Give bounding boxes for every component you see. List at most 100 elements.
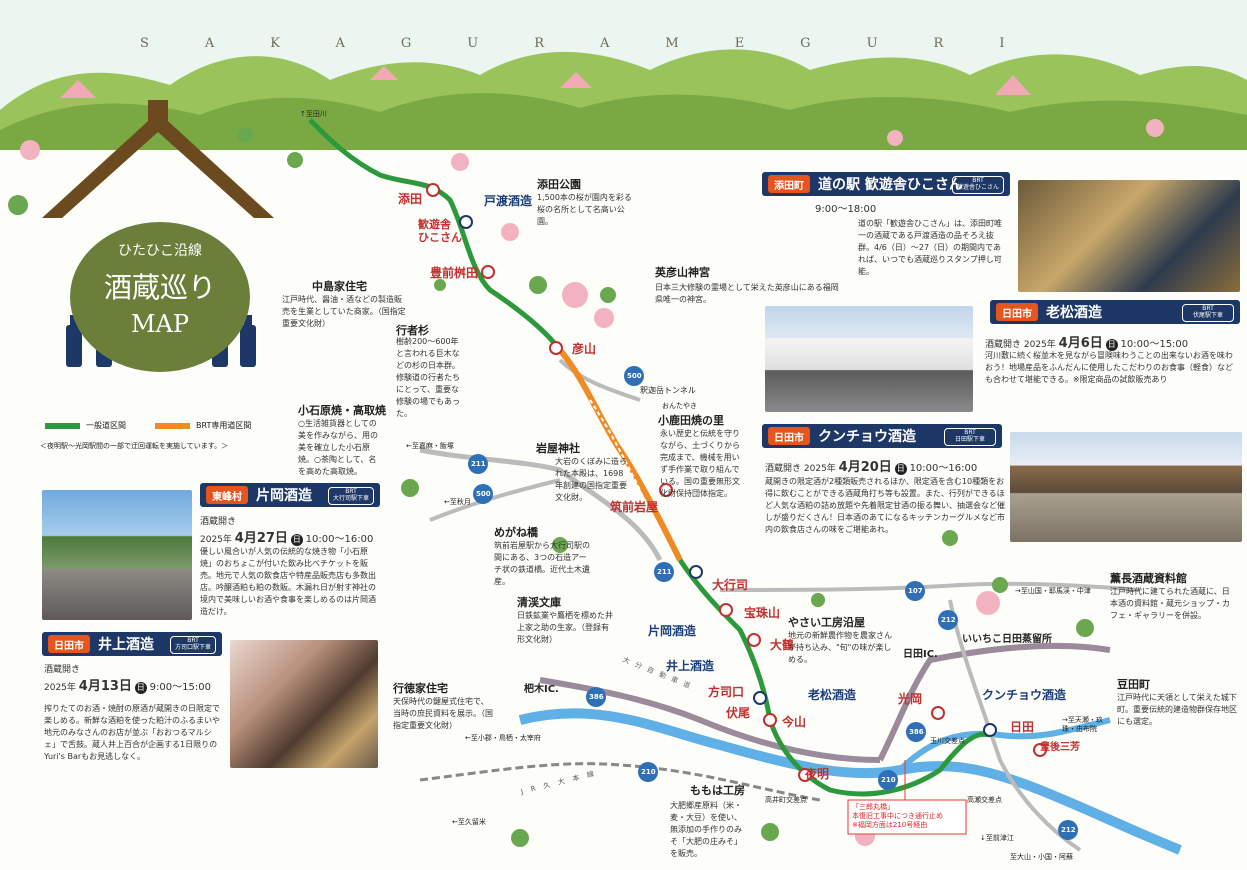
detour-note: 「三郎丸橋」 本復旧工事中につき通行止め ※福岡方面は210号経由: [852, 803, 943, 829]
card-kataoka-header: 東峰村 片岡酒造 BRT 大行司駅下車: [200, 483, 380, 507]
spot-soeda-park-title: 添田公園: [537, 178, 581, 191]
card-inoue-weekday: 日: [134, 682, 147, 694]
spot-soeda-park-desc: 1,500本の桜が園内を彩る桜の名所として名高い公園。: [537, 193, 632, 226]
card-kataoka-open: 酒蔵開き 2025年 4月27日 日 10:00〜16:00: [200, 514, 373, 546]
spot-koishiwara-title: 小石原焼・高取焼: [298, 404, 386, 417]
spot-megane-desc: 筑前岩屋駅から大行司駅の間にある、3つの石造アーチ状の鉄道橋。近代土木遺産。: [494, 541, 590, 586]
spot-eihikosan-desc: 日本三大修験の霊場として栄えた英彦山にある福岡県唯一の神宮。: [655, 283, 839, 304]
route-107: 107: [908, 587, 923, 595]
card-kunchou-time: 10:00〜16:00: [909, 463, 978, 474]
card-inoue-title: 井上酒造: [98, 637, 154, 653]
road-500-b: [429, 478, 561, 522]
legend-brt-label: BRT専用道区間: [196, 421, 252, 430]
card-oimatsu-date-prefix: 2025年: [1023, 340, 1056, 350]
card-oimatsu-weekday: 日: [1105, 339, 1118, 351]
label-to-nakatsue: ↓至前津江: [980, 834, 1014, 842]
road-107: [719, 581, 1141, 592]
map-brewery-inoue: 井上酒造: [666, 659, 715, 673]
card-kunchou-desc: 蔵開きの限定酒が2種類販売されるほか、限定酒を含む10種類をお得に飲むことができ…: [765, 477, 1005, 534]
card-kataoka-date: 4月27日: [234, 531, 288, 546]
card-michinoeki-badge: 添田町: [768, 175, 810, 193]
card-michinoeki-hours: 9:00〜18:00: [815, 204, 877, 215]
road-211: [419, 447, 663, 562]
card-kataoka-badge: 東峰村: [206, 486, 248, 504]
spot-iwaya-title: 岩屋神社: [536, 442, 580, 455]
trees: [8, 127, 1094, 847]
title-line3: MAP: [130, 310, 190, 338]
route-500-b: 500: [476, 490, 491, 498]
card-oimatsu-badge: 日田市: [996, 303, 1038, 321]
spot-seikei-title: 清渓文庫: [517, 596, 561, 609]
label-to-amagase: →至天瀬・玖珠・由布院: [1062, 716, 1103, 733]
station-bungo-mitsuyoshi: 豊後三芳: [1040, 742, 1080, 753]
route-500-a: 500: [627, 372, 642, 380]
card-kunchou-photo: [1010, 432, 1242, 542]
spot-onta-title: 小鹿田焼の里: [658, 414, 724, 427]
card-kunchou-brt: BRT 日田駅下車: [944, 428, 996, 446]
spot-megane-title: めがね橋: [494, 526, 538, 539]
label-to-tagawa: ↑至田川: [300, 110, 327, 118]
card-oimatsu-date: 4月6日: [1058, 336, 1103, 351]
station-soeda: 添田: [398, 192, 423, 206]
card-oimatsu-open: 酒蔵開き 2025年 4月6日 日 10:00〜15:00: [985, 332, 1188, 351]
spot-gyoujasugi-desc: 樹齢200〜600年と言われる巨木などの杉の日本群。修験道の行者たちにとって、重…: [396, 337, 460, 418]
tunnel-line: [589, 399, 641, 491]
station-yoake: 夜明: [805, 767, 830, 781]
station-houshiguchi: 方司口: [708, 685, 745, 699]
banner-sakagurameguri: SAKAGURAMEGURI: [140, 36, 1061, 51]
card-inoue-date: 4月13日: [78, 679, 132, 694]
card-kataoka-title: 片岡酒造: [256, 488, 312, 504]
card-kunchou-date-prefix: 2025年: [803, 464, 836, 474]
spot-nakashima-title: 中島家住宅: [312, 280, 367, 293]
spot-mameda-desc: 江戸時代に天領として栄えた城下町。重要伝統的建造物群保存地区にも選定。: [1117, 693, 1237, 726]
label-to-akizuki: ←至秋月: [444, 498, 471, 506]
card-oimatsu-time: 10:00〜15:00: [1120, 339, 1189, 350]
roof-chimney: [148, 100, 168, 126]
card-inoue-photo: [230, 640, 378, 768]
sakura-trees: [20, 119, 1164, 846]
card-kunchou-weekday: 日: [894, 463, 907, 475]
spot-eihikosan-title: 英彦山神宮: [655, 266, 710, 279]
route-211-b: 211: [657, 568, 672, 576]
map-brewery-oimatsu: 老松酒造: [808, 688, 857, 702]
card-kataoka-photo: [42, 490, 192, 620]
card-kunchou-badge: 日田市: [768, 427, 810, 445]
card-inoue-header: 日田市 井上酒造 BRT 方司口駅下車: [42, 632, 222, 656]
label-to-kurume: ←至久留米: [452, 818, 486, 826]
card-kunchou-date: 4月20日: [838, 460, 892, 475]
legend-note: ＜夜明駅〜光岡駅間の一部で迂回運転を実施しています。＞: [40, 442, 229, 450]
route-general-north: [308, 118, 562, 352]
station-imayama: 今山: [782, 715, 807, 729]
station-fushio: 伏尾: [726, 706, 751, 720]
map-brewery-kataoka: 片岡酒造: [648, 624, 697, 638]
card-inoue-open: 酒蔵開き 2025年 4月13日 日 9:00〜15:00: [44, 662, 211, 694]
route-badges: [468, 366, 1078, 840]
spot-mameda-title: 豆田町: [1117, 678, 1150, 691]
route-212-a: 212: [941, 616, 956, 624]
river-branch: [897, 717, 1111, 773]
route-210-a: 210: [641, 768, 656, 776]
label-takase: 高瀬交差点: [967, 796, 1002, 804]
spot-gyoujasugi-title: 行者杉: [396, 324, 429, 337]
map-brewery-kunchou: クンチョウ酒造: [982, 688, 1067, 702]
road-212: [948, 599, 1082, 852]
route-general-south: [677, 558, 991, 797]
card-kataoka-weekday: 日: [290, 534, 303, 546]
station-ootsuru: 大鶴: [770, 638, 795, 652]
spot-tunnel-title: 釈迦岳トンネル: [640, 386, 696, 395]
card-kataoka-date-prefix: 2025年: [200, 535, 232, 545]
card-kunchou-title: クンチョウ酒造: [818, 429, 916, 445]
card-michinoeki-desc: 道の駅「歓遊舎ひこさん」は、添田町唯一の酒蔵である戸渡酒造の品そろえ抜群。4/6…: [858, 219, 1002, 276]
title-line2: 酒蔵巡り: [103, 271, 216, 304]
card-michinoeki-photo: [1018, 180, 1240, 292]
card-inoue-desc: 搾りたてのお酒・焼酎の原酒が蔵開きの日限定で楽しめる。新鮮な酒粕を使った粕汁のふ…: [44, 704, 220, 761]
card-inoue-badge: 日田市: [48, 635, 90, 653]
station-daigyouji: 大行司: [712, 578, 749, 592]
card-kataoka-open-label: 酒蔵開き: [200, 517, 237, 527]
label-to-oyama: 至大山・小国・阿蘇: [1010, 853, 1073, 861]
card-michinoeki-header: 添田町 道の駅 歓遊舎ひこさん BRT 歓遊舎ひこさん: [762, 172, 1010, 196]
card-kunchou-open-label: 酒蔵開き: [765, 464, 802, 474]
title-bubble: ひたひこ沿線 酒蔵巡り MAP: [70, 222, 250, 372]
card-oimatsu-open-label: 酒蔵開き: [985, 340, 1022, 350]
